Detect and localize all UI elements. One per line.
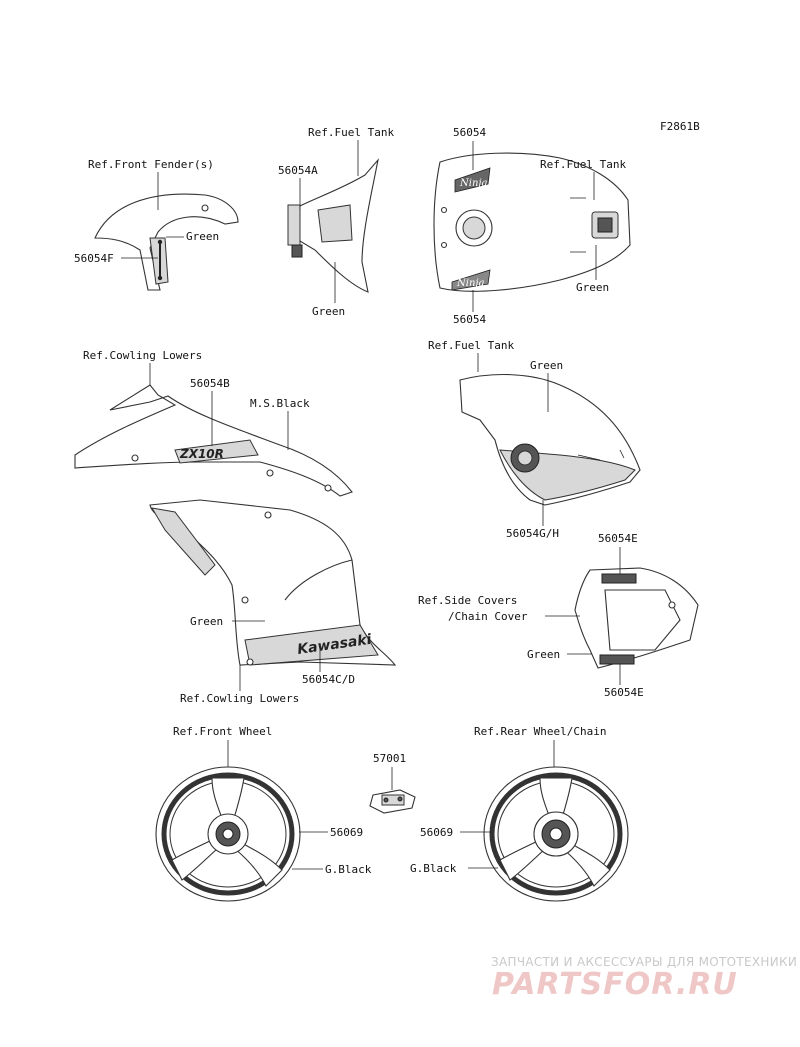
tank-bottom-part-label: 56054	[453, 313, 486, 326]
front-wheel-ref-label: Ref.Front Wheel	[173, 725, 272, 738]
watermark-tagline: ЗАПЧАСТИ И АКСЕССУАРЫ ДЛЯ МОТОТЕХНИКИ	[491, 955, 797, 969]
fuel-tank-top-part	[433, 152, 631, 292]
tankcover-ref-label: Ref.Fuel Tank	[308, 126, 394, 139]
tank-bottom-logo-text: Ninja	[456, 278, 484, 289]
side-covers-part	[574, 567, 699, 669]
tank-top-logo-decal: Ninja Ninja	[451, 167, 491, 291]
rear-wheel-color-label: G.Black	[410, 862, 457, 875]
tankcover-part-label: 56054A	[278, 164, 318, 177]
rear-wheel-part	[483, 766, 629, 902]
sidecover-color-label: Green	[527, 648, 560, 661]
fender-stripe-decal	[157, 239, 163, 281]
small-part-label: 57001	[373, 752, 406, 765]
tank-cover-part	[287, 158, 379, 293]
cowl-upper-color-label: M.S.Black	[250, 397, 310, 410]
tankside-color-label: Green	[530, 359, 563, 372]
sidecover-bottom-part-label: 56054E	[604, 686, 644, 699]
sidecover-top-part-label: 56054E	[598, 532, 638, 545]
watermark-logo: PARTSFOR.RU	[492, 967, 738, 1002]
front-wheel-color-label: G.Black	[325, 863, 372, 876]
rear-wheel-part-label: 56069	[420, 826, 453, 839]
tankside-ref-label: Ref.Fuel Tank	[428, 339, 514, 352]
small-tool-part	[369, 789, 416, 814]
fender-ref-label: Ref.Front Fender(s)	[88, 158, 214, 171]
figure-code: F2861B	[660, 120, 700, 133]
upper-cowl-part	[74, 384, 353, 497]
tank-top-logo-text: Ninja	[459, 178, 487, 189]
tank-side-part	[459, 373, 641, 506]
cowl-lower-color-label: Green	[190, 615, 223, 628]
front-wheel-part	[155, 766, 301, 902]
tank-ref-label: Ref.Fuel Tank	[540, 158, 626, 171]
cowl-upper-ref-label: Ref.Cowling Lowers	[83, 349, 202, 362]
tankside-part-label: 56054G/H	[506, 527, 559, 540]
cowl-lower-ref-label: Ref.Cowling Lowers	[180, 692, 299, 705]
cowl-lower-part-label: 56054C/D	[302, 673, 355, 686]
fender-part-label: 56054F	[74, 252, 114, 265]
rear-wheel-ref-label: Ref.Rear Wheel/Chain	[474, 725, 606, 738]
front-wheel-part-label: 56069	[330, 826, 363, 839]
upper-cowl-logo-text: ZX10R	[179, 447, 224, 461]
lower-cowl-part	[149, 499, 397, 666]
tankcover-color-label: Green	[312, 305, 345, 318]
upper-cowl-logo-decal: ZX10R	[179, 447, 224, 461]
sidecover-ref-line2: /Chain Cover	[448, 610, 528, 623]
cowl-upper-part-label: 56054B	[190, 377, 230, 390]
tank-color-label: Green	[576, 281, 609, 294]
tank-top-part-label: 56054	[453, 126, 486, 139]
sidecover-ref-line1: Ref.Side Covers	[418, 594, 517, 607]
fender-color-label: Green	[186, 230, 219, 243]
